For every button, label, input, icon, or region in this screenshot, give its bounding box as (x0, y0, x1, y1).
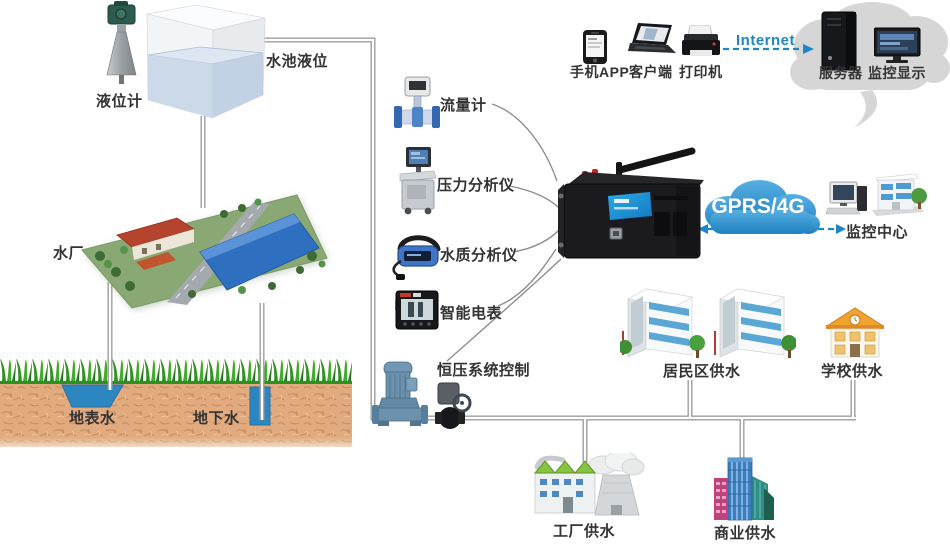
commercial-buildings-icon (714, 457, 774, 521)
rtu-device-icon (558, 147, 704, 259)
residential-supply-label: 居民区供水 (663, 363, 741, 380)
gprs-cloud-icon (705, 180, 820, 234)
ground-water-label: 地下水 (193, 410, 240, 427)
gprs-network-label: GPRS/4G (711, 195, 805, 218)
residential-building (620, 288, 705, 358)
water-quality-analyzer-label: 水质分析仪 (440, 247, 518, 264)
client-label: 客户端 (629, 64, 673, 80)
water-plant-label: 水厂 (53, 245, 85, 262)
internet-label: Internet (736, 32, 796, 49)
ground-soil-illustration (0, 359, 352, 455)
monitor-display-label: 监控显示 (868, 65, 926, 81)
mobile-app-label: 手机APP (570, 64, 630, 80)
residential-buildings-icon (620, 288, 796, 358)
soil-band (0, 383, 352, 447)
laptop-icon (628, 23, 676, 53)
server-icon (821, 11, 857, 71)
school-supply-label: 学校供水 (821, 363, 884, 380)
factory-supply-label: 工厂供水 (553, 523, 616, 540)
smart-meter-icon (395, 290, 439, 330)
level-meter-label: 液位计 (96, 93, 143, 110)
pressure-analyzer-label: 压力分析仪 (437, 177, 515, 194)
printer-label: 打印机 (679, 64, 723, 80)
grass-strip (0, 359, 352, 383)
water-plant-icon (81, 194, 328, 310)
surface-water-pond (61, 384, 124, 408)
smart-meter-label: 智能电表 (440, 305, 503, 322)
tank-level-label: 水池液位 (266, 53, 329, 70)
pump-and-valve-icon (372, 361, 472, 429)
surface-water-label: 地表水 (69, 410, 116, 427)
soil-fade (0, 437, 352, 455)
residential-building (714, 288, 796, 358)
school-building-icon (826, 307, 884, 358)
level-meter-icon (106, 1, 137, 84)
commercial-supply-label: 商业供水 (714, 525, 777, 542)
flow-meter-label: 流量计 (440, 97, 487, 114)
server-label: 服务器 (819, 65, 863, 81)
pipe-cores (108, 38, 856, 462)
monitor-center-icon (826, 173, 927, 216)
factory-icon (533, 453, 645, 516)
monitor-center-label: 监控中心 (846, 224, 909, 241)
mobile-phone-icon (583, 30, 607, 64)
water-quality-analyzer-icon (392, 235, 441, 280)
printer-icon (682, 25, 720, 56)
flow-meter-icon (394, 76, 440, 128)
water-tank-icon (146, 4, 266, 119)
pressure-analyzer-icon (399, 147, 437, 215)
constant-pressure-control-label: 恒压系统控制 (437, 362, 531, 379)
monitor-display-icon (874, 27, 921, 63)
